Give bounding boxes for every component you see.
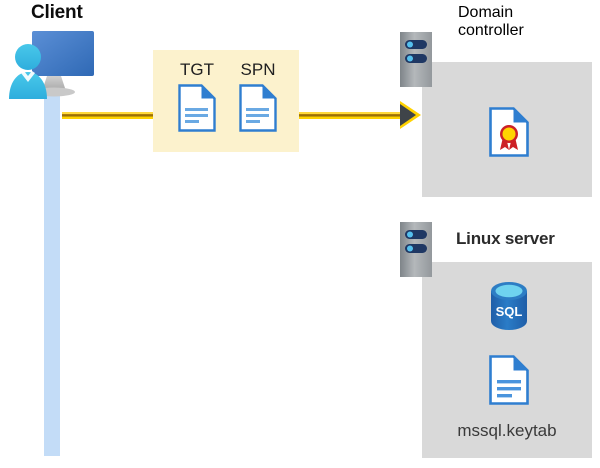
arrow-head-icon <box>400 104 416 126</box>
domain-controller-title: Domain controller <box>458 4 598 40</box>
message-arrow-segment-left <box>62 112 155 119</box>
user-monitor-icon <box>6 29 98 101</box>
token-spn-label: SPN <box>240 60 276 79</box>
sql-database-icon: SQL <box>487 280 531 332</box>
document-icon <box>489 355 529 405</box>
document-icon <box>178 84 216 132</box>
client-lifeline <box>44 95 60 456</box>
token-spn: SPN <box>229 60 287 132</box>
server-rack-icon <box>400 222 432 277</box>
keytab-filename-label: mssql.keytab <box>457 421 557 440</box>
document-icon <box>239 84 277 132</box>
message-arrow-segment-right <box>297 112 405 119</box>
domain-controller-title-line-2: controller <box>458 22 524 39</box>
linux-server-title: Linux server <box>456 229 555 248</box>
sql-icon-label: SQL <box>496 304 523 319</box>
token-tgt: TGT <box>168 60 226 132</box>
domain-controller-title-line-1: Domain <box>458 4 514 21</box>
server-rack-icon <box>400 32 432 87</box>
token-tgt-label: TGT <box>180 60 214 79</box>
client-label: Client <box>31 2 83 23</box>
token-message-box: TGT SPN <box>153 50 299 152</box>
certificate-document-icon <box>489 107 529 157</box>
